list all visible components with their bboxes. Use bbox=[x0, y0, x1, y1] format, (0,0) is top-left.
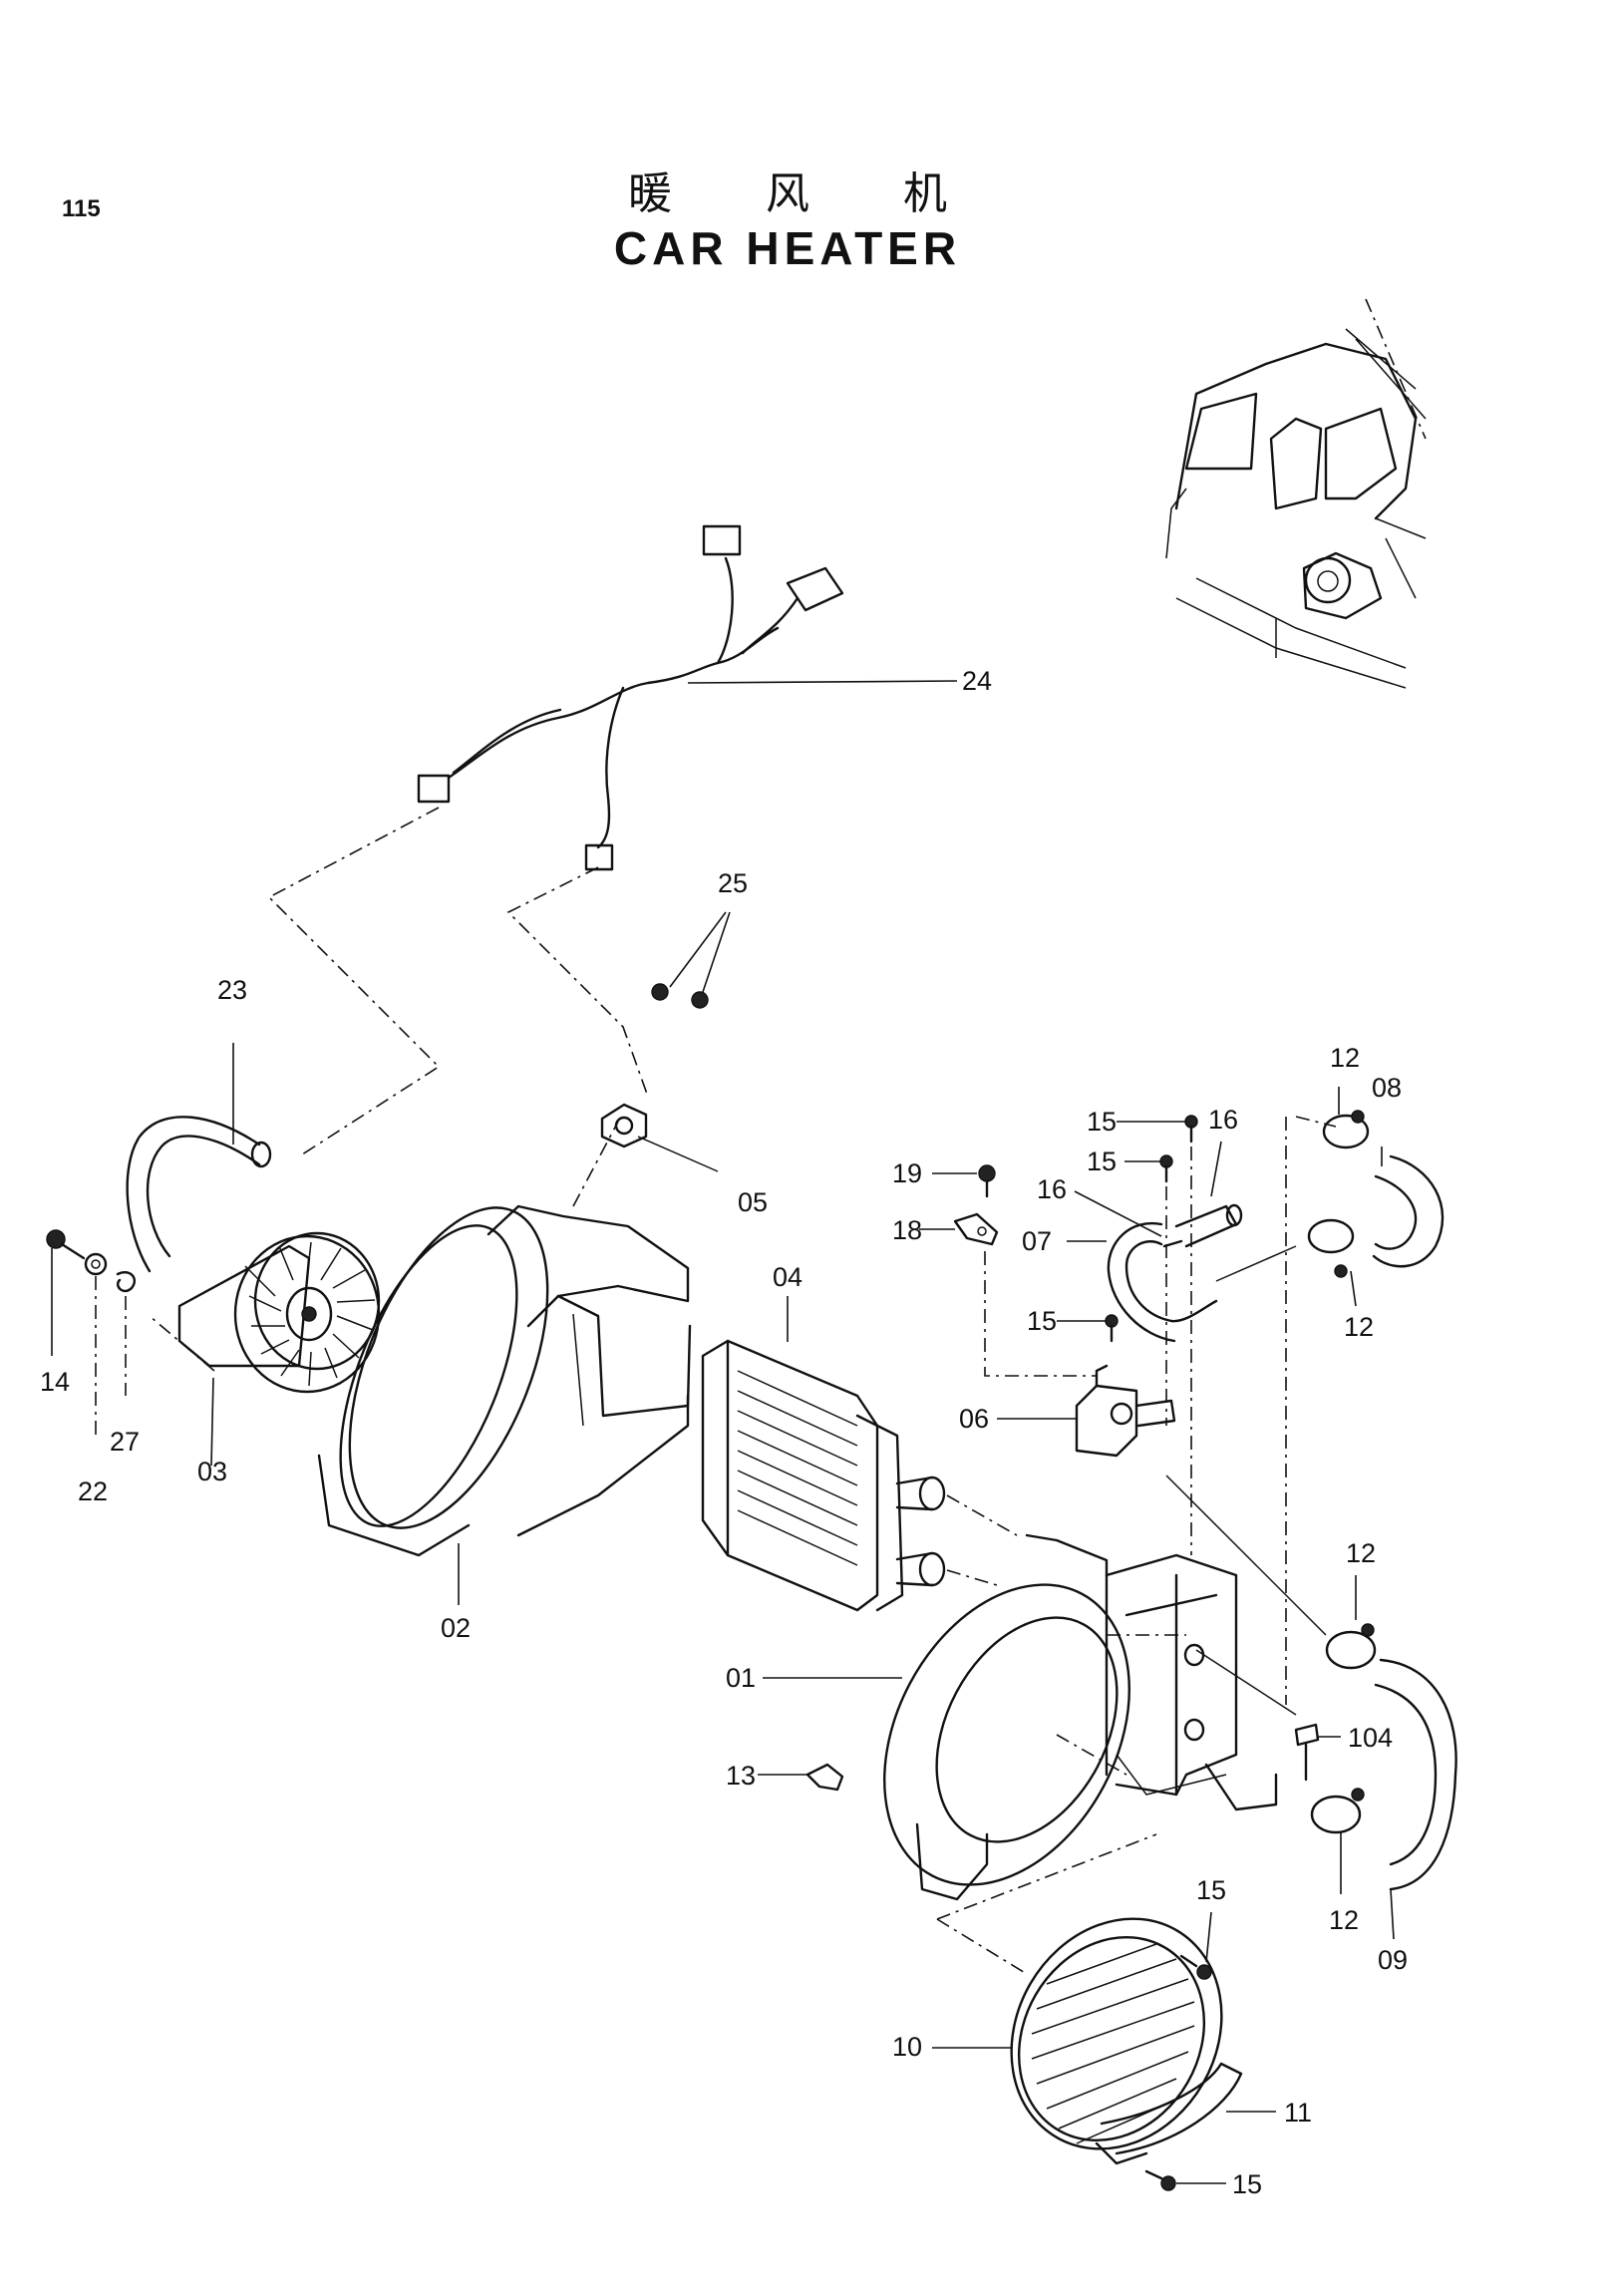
page-number: 115 bbox=[62, 195, 101, 222]
label-15-bottom: 15 bbox=[1232, 2169, 1262, 2199]
cab-location-inset bbox=[1165, 298, 1427, 689]
bolt-and-bracket bbox=[919, 1164, 999, 1246]
heater-hose-lower bbox=[1165, 1475, 1457, 1940]
heater-hose-right bbox=[1215, 1087, 1445, 1705]
title-english: CAR HEATER bbox=[613, 222, 962, 274]
label-08: 08 bbox=[1372, 1073, 1402, 1103]
label-25: 25 bbox=[718, 868, 748, 898]
label-06: 06 bbox=[959, 1404, 989, 1434]
heater-case bbox=[763, 1533, 1278, 1901]
fan-housing bbox=[317, 1204, 692, 1605]
label-23: 23 bbox=[217, 975, 247, 1005]
label-19: 19 bbox=[892, 1158, 922, 1188]
label-14: 14 bbox=[40, 1367, 70, 1397]
label-12-upper: 12 bbox=[1344, 1312, 1374, 1342]
label-11: 11 bbox=[1284, 2098, 1312, 2128]
resistor-assembly bbox=[600, 911, 731, 1172]
title-chinese: 暖 风 机 bbox=[628, 168, 987, 219]
label-15-grille: 15 bbox=[1196, 1875, 1226, 1905]
label-24: 24 bbox=[962, 666, 992, 696]
label-15-valve: 15 bbox=[1027, 1306, 1057, 1336]
label-15-upper: 15 bbox=[1087, 1147, 1117, 1176]
label-18: 18 bbox=[892, 1215, 922, 1245]
label-03: 03 bbox=[197, 1457, 227, 1486]
label-16-right: 16 bbox=[1208, 1105, 1238, 1135]
bolt-washer-set bbox=[46, 1229, 137, 1436]
label-15-top: 15 bbox=[1087, 1107, 1117, 1137]
label-07: 07 bbox=[1022, 1226, 1052, 1256]
label-04: 04 bbox=[773, 1262, 803, 1292]
blower-fan bbox=[177, 1231, 381, 1467]
water-valve bbox=[984, 1251, 1176, 1458]
label-09: 09 bbox=[1378, 1945, 1408, 1975]
outlet-grille bbox=[932, 1833, 1276, 2191]
duct-hose bbox=[126, 1043, 272, 1273]
label-12-top: 12 bbox=[1330, 1043, 1360, 1073]
case-clip bbox=[758, 1763, 844, 1792]
label-27: 27 bbox=[110, 1427, 140, 1457]
wire-harness bbox=[417, 524, 958, 871]
assembly-lines bbox=[149, 807, 1337, 1372]
heater-core bbox=[701, 1296, 1018, 1612]
label-01: 01 bbox=[726, 1663, 756, 1693]
label-12-bottom: 12 bbox=[1329, 1905, 1359, 1935]
label-16-left: 16 bbox=[1037, 1174, 1067, 1204]
part-labels: 24 25 23 05 04 14 27 22 03 02 01 13 19 1… bbox=[40, 666, 1408, 2199]
label-05: 05 bbox=[738, 1187, 768, 1217]
label-104: 104 bbox=[1348, 1723, 1393, 1753]
label-12-lower: 12 bbox=[1346, 1538, 1376, 1568]
label-13: 13 bbox=[726, 1761, 756, 1791]
label-10: 10 bbox=[892, 2032, 922, 2062]
label-22: 22 bbox=[78, 1476, 108, 1506]
heater-hose-upper bbox=[1057, 1115, 1243, 1555]
label-02: 02 bbox=[441, 1613, 471, 1643]
